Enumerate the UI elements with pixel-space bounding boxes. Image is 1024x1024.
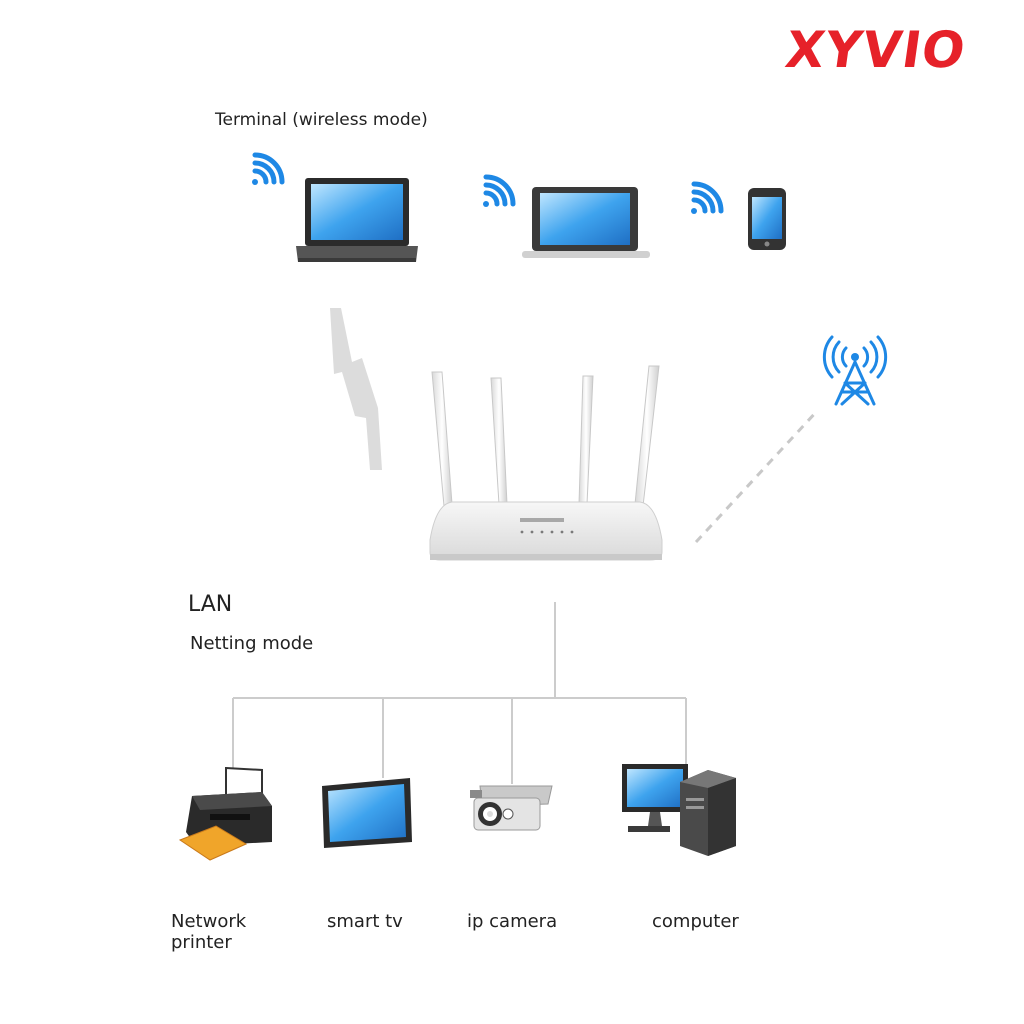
wifi-icon: [691, 181, 724, 214]
router-icon: [429, 365, 663, 561]
laptop-icon: [296, 178, 418, 262]
computer-icon: [622, 764, 736, 856]
tower-link: [694, 408, 820, 544]
lan-connector-lines: [232, 602, 687, 784]
wireless-mode-label: Terminal (wireless mode): [215, 110, 428, 130]
netting-mode-label: Netting mode: [190, 633, 314, 654]
computer-label: computer: [652, 911, 739, 932]
printer-label: Network printer: [171, 911, 247, 953]
wifi-icon: [483, 174, 516, 207]
ip-camera-label: ip camera: [467, 911, 558, 932]
smart-tv-label: smart tv: [327, 911, 403, 932]
tablet-icon: [522, 187, 650, 258]
brand-logo: XYVIO: [781, 21, 970, 79]
cell-tower-icon: [822, 335, 888, 406]
wifi-icon: [252, 152, 285, 185]
tv-icon: [322, 778, 412, 848]
lan-label: LAN: [188, 592, 233, 617]
phone-icon: [748, 188, 786, 250]
camera-icon: [470, 785, 553, 831]
printer-icon: [178, 766, 272, 861]
lightning-link-icon: [330, 308, 382, 470]
